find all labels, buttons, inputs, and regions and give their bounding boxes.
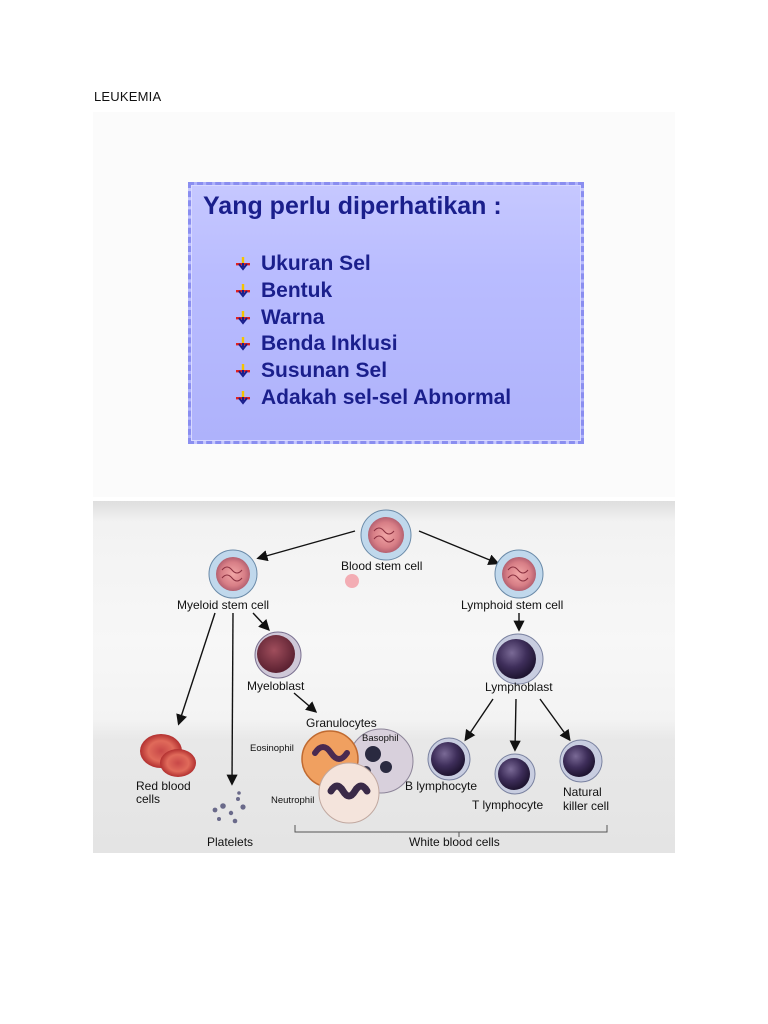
small-cell-dot	[345, 574, 359, 588]
diagram-arrows	[176, 530, 571, 786]
blood-cell-diagram: Blood stem cell Myeloid stem cell Lympho…	[93, 501, 675, 853]
arrow-down-bullet-icon	[235, 256, 251, 272]
bullet-label: Benda Inklusi	[261, 332, 398, 356]
myeloblast-graphic	[254, 631, 302, 679]
list-item: Adakah sel-sel Abnormal	[235, 384, 511, 411]
bullet-label: Bentuk	[261, 279, 333, 303]
bullet-list: Ukuran Sel Bentuk Warna Benda Inklusi	[235, 251, 511, 411]
arrow-down-bullet-icon	[235, 310, 251, 326]
red-blood-cells-graphic	[140, 734, 196, 777]
arrow-down-bullet-icon	[235, 336, 251, 352]
natural-killer-cell-graphic	[559, 739, 603, 783]
label-natural-killer-line1: Natural	[563, 785, 602, 799]
label-lymphoid-stem-cell: Lymphoid stem cell	[461, 598, 564, 612]
label-myeloblast: Myeloblast	[247, 679, 305, 693]
label-red-blood-cells-line2: cells	[136, 792, 161, 806]
granulocytes-graphic	[301, 728, 414, 824]
label-t-lymphocyte: T lymphocyte	[472, 798, 544, 812]
label-neutrophil: Neutrophil	[271, 795, 315, 806]
label-platelets: Platelets	[207, 835, 254, 849]
label-myeloid-stem-cell: Myeloid stem cell	[177, 598, 270, 612]
slide-box: Yang perlu diperhatikan : Ukuran Sel Ben…	[188, 182, 584, 444]
white-blood-cells-bracket	[294, 825, 608, 837]
platelets-graphic	[212, 791, 246, 824]
label-basophil: Basophil	[362, 733, 399, 744]
myeloid-stem-cell-graphic	[208, 549, 258, 599]
bullet-label: Warna	[261, 305, 325, 329]
label-lymphoblast: Lymphoblast	[485, 680, 553, 694]
lymphoid-stem-cell-graphic	[494, 549, 544, 599]
diagram-graphics	[140, 509, 608, 837]
arrow-down-bullet-icon	[235, 390, 251, 406]
list-item: Ukuran Sel	[235, 251, 511, 278]
bullet-label: Susunan Sel	[261, 359, 388, 383]
document-heading: LEUKEMIA	[94, 89, 162, 104]
list-item: Warna	[235, 304, 511, 331]
label-blood-stem-cell: Blood stem cell	[341, 559, 423, 573]
list-item: Benda Inklusi	[235, 331, 511, 358]
label-eosinophil: Eosinophil	[250, 743, 294, 754]
bullet-label: Adakah sel-sel Abnormal	[261, 385, 512, 409]
label-natural-killer-line2: killer cell	[563, 799, 610, 813]
bullet-label: Ukuran Sel	[261, 252, 371, 276]
blood-stem-cell-graphic	[360, 509, 412, 561]
label-b-lymphocyte: B lymphocyte	[405, 779, 478, 793]
b-lymphocyte-graphic	[427, 737, 471, 781]
t-lymphocyte-graphic	[494, 753, 536, 795]
label-red-blood-cells-line1: Red blood	[136, 779, 191, 793]
lymphoblast-graphic	[492, 633, 544, 685]
list-item: Bentuk	[235, 278, 511, 305]
slide-title: Yang perlu diperhatikan :	[203, 192, 502, 220]
label-granulocytes: Granulocytes	[306, 716, 377, 730]
label-white-blood-cells: White blood cells	[409, 835, 500, 849]
slide-image: Yang perlu diperhatikan : Ukuran Sel Ben…	[93, 112, 675, 497]
arrow-down-bullet-icon	[235, 283, 251, 299]
list-item: Susunan Sel	[235, 358, 511, 385]
arrow-down-bullet-icon	[235, 363, 251, 379]
